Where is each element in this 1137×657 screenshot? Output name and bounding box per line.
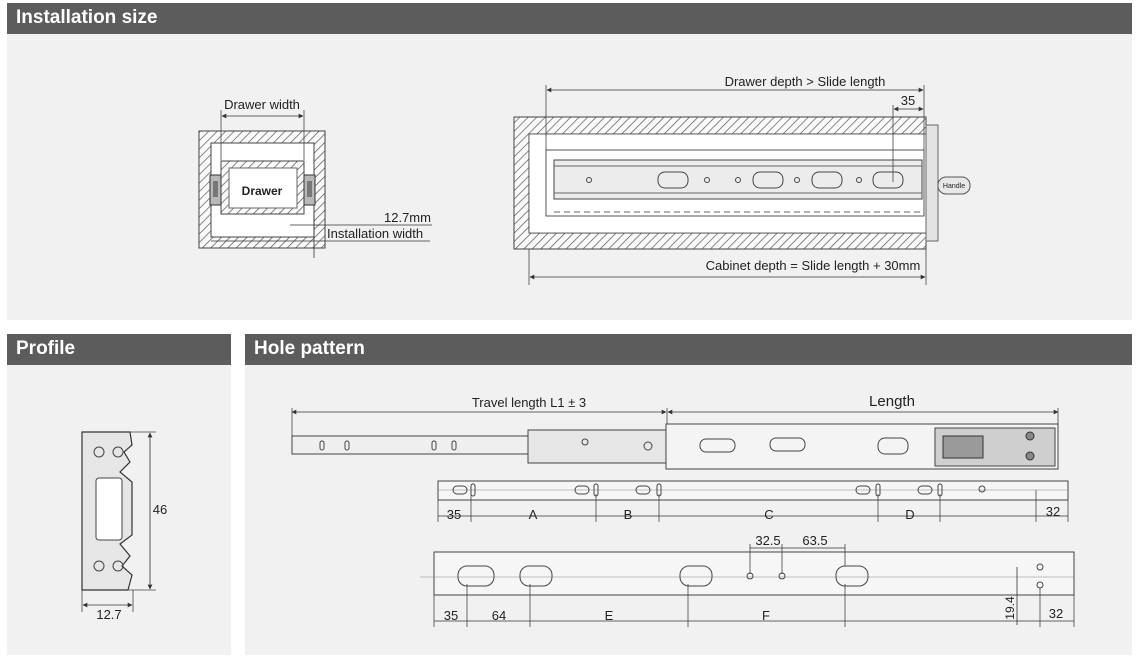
handle-shape: [937, 176, 971, 195]
installation-width-label: Installation width: [327, 226, 423, 241]
row1-dim-a: A: [529, 507, 538, 522]
top-oval-2: [769, 437, 806, 452]
profile-ball-top-left: [93, 446, 105, 458]
extended-slide-diagram: Travel length L1 ± 3 Length: [291, 393, 1059, 470]
profile-height-label: 46: [153, 502, 167, 517]
drawer-label: Drawer: [242, 184, 283, 198]
travel-length-label: Travel length L1 ± 3: [472, 395, 586, 410]
profile-header: Profile: [7, 334, 231, 365]
rail-2-keyhole-4: [835, 565, 869, 587]
row1-dim-b: B: [624, 507, 633, 522]
top-hole-1: [581, 438, 589, 446]
rail-row-2-diagram: 32.5 63.5 19.4 35 64 E F 32: [420, 533, 1075, 627]
rail-2-keyhole-2: [519, 565, 553, 587]
front-view-diagram: Drawer Drawer width 12.7mm Installation …: [198, 97, 432, 258]
rail-1-hole: [978, 485, 986, 493]
drawer-width-label: Drawer width: [224, 97, 300, 112]
row1-dim-35: 35: [447, 507, 461, 522]
top-slot-3: [431, 440, 437, 451]
top-oval-3: [877, 437, 909, 455]
drawer-depth-label: Drawer depth > Slide length: [725, 74, 886, 89]
profile-ball-bottom-right: [112, 560, 124, 572]
slide-slot-3: [811, 171, 843, 189]
slide-hole-3: [735, 177, 741, 183]
drawer-front-panel: [925, 124, 939, 242]
clearance-label: 12.7mm: [384, 210, 431, 225]
row2-dim-35: 35: [444, 608, 458, 623]
slide-hole-2: [704, 177, 710, 183]
roller-bottom: [1025, 451, 1035, 461]
side-view-diagram: Handle Drawer depth > Slide length 35 Ca…: [513, 74, 971, 285]
top-slot-1: [319, 440, 325, 451]
slide-hole-4: [794, 177, 800, 183]
top-dim-32-5: 32.5: [755, 533, 780, 548]
slide-hole-1: [586, 177, 592, 183]
rail-1-slot-3: [574, 485, 590, 495]
installation-size-title: Installation size: [16, 7, 158, 28]
rail-2-keyhole-3: [679, 565, 713, 587]
row1-dim-c: C: [764, 507, 773, 522]
row1-dim-32: 32: [1046, 504, 1060, 519]
top-oval-1: [699, 438, 736, 453]
release-lever: [942, 435, 984, 459]
profile-ball-top-right: [112, 446, 124, 458]
dim-35-label: 35: [901, 93, 915, 108]
rail-1-slot-9: [917, 485, 933, 495]
right-slide-detail: [307, 181, 312, 197]
rail-1: [437, 480, 1069, 501]
cabinet-depth-label: Cabinet depth = Slide length + 30mm: [706, 258, 921, 273]
row2-dim-f: F: [762, 608, 770, 623]
row2-dim-e: E: [605, 608, 614, 623]
profile-ball-bottom-left: [93, 560, 105, 572]
rail-1-slot-7: [855, 485, 871, 495]
hole-pattern-header: Hole pattern: [245, 334, 1132, 365]
profile-inner-ball-cage: [95, 477, 123, 541]
rail-2-hole-3: [1036, 563, 1044, 571]
rail-2: [433, 551, 1075, 596]
row2-dim-64: 64: [492, 608, 506, 623]
slide-slot-4: [872, 171, 904, 189]
slide-slot-2: [752, 171, 784, 189]
length-label: Length: [869, 393, 915, 410]
side-dim-19-4: 19.4: [1003, 596, 1017, 620]
rail-1-slot-5: [635, 485, 651, 495]
slide-hole-5: [856, 177, 862, 183]
row1-dim-d: D: [905, 507, 914, 522]
top-slot-4: [451, 440, 457, 451]
rail-1-slot-2: [470, 483, 476, 497]
installation-size-header: Installation size: [7, 3, 1132, 34]
handle-label: Handle: [943, 183, 965, 190]
top-dim-63-5: 63.5: [802, 533, 827, 548]
hole-pattern-title: Hole pattern: [254, 338, 365, 359]
profile-diagram: 46 12.7: [81, 431, 167, 622]
drawer-white-label: [233, 170, 265, 182]
rail-row-1-diagram: 35 A B C D 32: [437, 480, 1069, 522]
top-slot-2: [344, 440, 350, 451]
rail-2-keyhole-1: [457, 565, 495, 587]
profile-title: Profile: [16, 338, 76, 359]
slide-slot-1: [657, 171, 689, 189]
row2-dim-32: 32: [1049, 606, 1063, 621]
roller-top: [1025, 431, 1035, 441]
rail-1-slot-1: [452, 485, 468, 495]
profile-width-label: 12.7: [96, 607, 121, 622]
top-hole-2: [643, 441, 653, 451]
left-slide-detail: [213, 181, 218, 197]
